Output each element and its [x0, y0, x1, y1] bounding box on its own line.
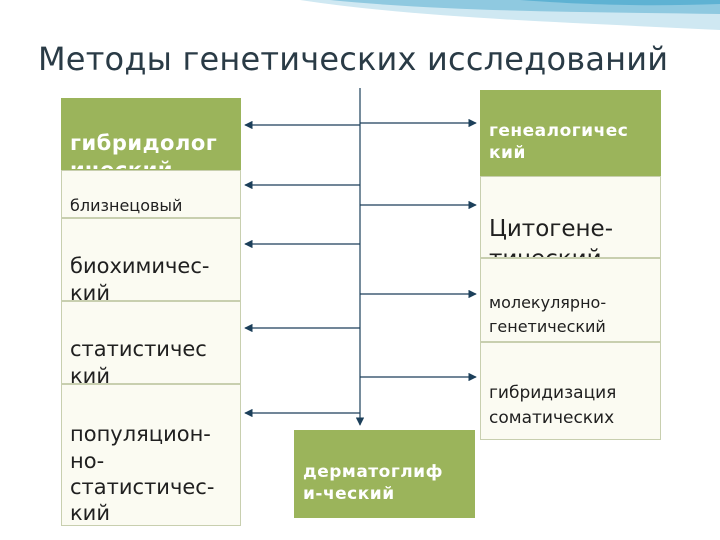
method-label: молекулярно- генетический [489, 293, 607, 336]
method-population-statistical: популяцион- но- статистичес- кий [61, 384, 241, 526]
method-label: популяцион- но- статистичес- кий [70, 422, 215, 525]
method-label: гибридизация соматических клеток [489, 382, 617, 440]
page-title: Методы генетических исследований [38, 40, 669, 78]
method-label: Цитогене- тический [489, 215, 613, 257]
method-cytogenetic: Цитогене- тический [480, 176, 661, 258]
method-somatic-hybridization: гибридизация соматических клеток [480, 342, 661, 440]
method-hybridological: гибридолог ический [61, 98, 241, 170]
method-label: генеалогичес кий [489, 121, 629, 163]
method-statistical: статистичес кий [61, 301, 241, 384]
method-molecular-genetic: молекулярно- генетический [480, 258, 661, 342]
method-label: биохимичес- кий [70, 254, 210, 301]
header-decoration [300, 0, 720, 30]
method-genealogical: генеалогичес кий [480, 90, 661, 176]
method-label: гибридолог ический [70, 131, 218, 170]
method-biochemical: биохимичес- кий [61, 218, 241, 301]
method-label: дерматоглиф и-ческий [303, 462, 443, 504]
method-dermatoglyphic: дерматоглиф и-ческий [294, 430, 475, 518]
method-label: близнецовый [70, 196, 183, 215]
method-twin: близнецовый [61, 170, 241, 218]
method-label: статистичес кий [70, 337, 207, 384]
